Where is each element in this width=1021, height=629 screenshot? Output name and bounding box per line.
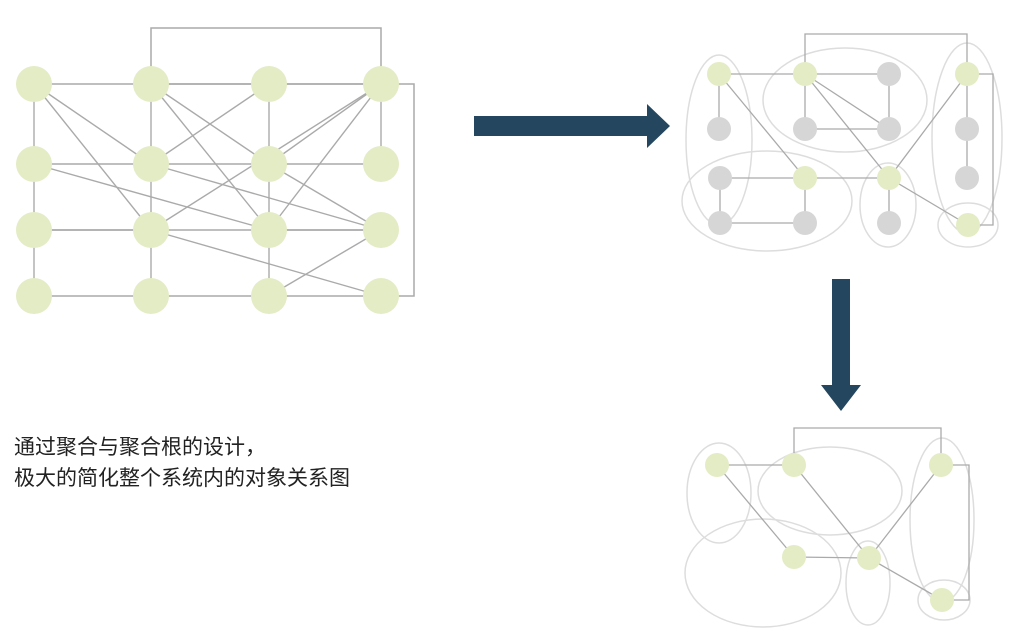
arrow-down-icon bbox=[821, 279, 861, 411]
aggregate-boundary bbox=[845, 540, 891, 626]
edge bbox=[150, 163, 382, 231]
member-node bbox=[793, 211, 817, 235]
edge bbox=[33, 83, 152, 231]
object-node bbox=[251, 278, 287, 314]
object-node bbox=[16, 146, 52, 182]
edge bbox=[804, 73, 890, 179]
object-node bbox=[16, 212, 52, 248]
caption: 通过聚合与聚合根的设计， 极大的简化整个系统内的对象关系图 bbox=[14, 432, 350, 494]
edge bbox=[793, 464, 870, 559]
edge bbox=[888, 177, 969, 226]
object-node bbox=[363, 66, 399, 102]
aggregate-root-node bbox=[956, 213, 980, 237]
aggregate-root-node bbox=[857, 546, 881, 570]
edge bbox=[381, 83, 415, 297]
member-node bbox=[707, 117, 731, 141]
member-node bbox=[708, 211, 732, 235]
aggregate-root-node bbox=[955, 62, 979, 86]
aggregate-boundary bbox=[684, 518, 842, 628]
edge bbox=[150, 27, 382, 84]
aggregate-root-node bbox=[877, 166, 901, 190]
aggregate-boundary bbox=[757, 446, 903, 536]
member-node bbox=[877, 211, 901, 235]
edge bbox=[718, 73, 806, 179]
edge bbox=[150, 83, 270, 231]
aggregate-boundary bbox=[859, 162, 917, 248]
object-node bbox=[363, 278, 399, 314]
object-node bbox=[16, 278, 52, 314]
edge bbox=[716, 464, 795, 558]
object-node bbox=[133, 66, 169, 102]
edge bbox=[804, 33, 968, 74]
object-node bbox=[133, 146, 169, 182]
aggregate-root-node bbox=[705, 453, 729, 477]
edge bbox=[268, 229, 382, 297]
edge bbox=[888, 73, 968, 179]
aggregate-boundary bbox=[917, 579, 971, 621]
aggregate-root-node bbox=[782, 453, 806, 477]
edge bbox=[268, 83, 382, 231]
edge bbox=[150, 83, 270, 165]
aggregate-boundary bbox=[681, 150, 853, 252]
edge bbox=[967, 73, 994, 226]
member-node bbox=[877, 117, 901, 141]
edge bbox=[33, 163, 270, 231]
aggregate-root-node bbox=[782, 545, 806, 569]
caption-line-1: 通过聚合与聚合根的设计， bbox=[14, 435, 266, 459]
aggregate-root-node bbox=[793, 62, 817, 86]
member-node bbox=[955, 117, 979, 141]
aggregate-boundary bbox=[686, 442, 752, 544]
object-node bbox=[16, 66, 52, 102]
edge bbox=[268, 83, 382, 165]
aggregated-object-graph bbox=[681, 33, 1003, 252]
arrow-right-icon bbox=[474, 104, 670, 148]
aggregate-root-node bbox=[929, 453, 953, 477]
edge bbox=[868, 464, 942, 559]
object-node bbox=[363, 212, 399, 248]
member-node bbox=[877, 62, 901, 86]
edge bbox=[33, 83, 152, 165]
aggregate-root-node bbox=[793, 166, 817, 190]
edge bbox=[941, 464, 970, 601]
object-node bbox=[133, 212, 169, 248]
edge bbox=[793, 427, 942, 465]
edge bbox=[804, 73, 890, 130]
object-node bbox=[133, 278, 169, 314]
member-node bbox=[955, 166, 979, 190]
object-node bbox=[251, 146, 287, 182]
object-node bbox=[251, 66, 287, 102]
edge bbox=[268, 163, 382, 231]
caption-line-2: 极大的简化整个系统内的对象关系图 bbox=[14, 466, 350, 490]
aggregate-root-node bbox=[707, 62, 731, 86]
simplified-object-graph bbox=[684, 427, 975, 628]
object-node bbox=[363, 146, 399, 182]
aggregate-root-node bbox=[930, 588, 954, 612]
edge bbox=[793, 556, 870, 559]
object-node bbox=[251, 212, 287, 248]
edge bbox=[150, 229, 382, 297]
aggregate-boundary bbox=[937, 202, 999, 248]
member-node bbox=[708, 166, 732, 190]
original-object-graph bbox=[16, 27, 415, 314]
aggregate-boundary bbox=[762, 47, 928, 153]
member-node bbox=[793, 117, 817, 141]
edge bbox=[868, 557, 943, 601]
